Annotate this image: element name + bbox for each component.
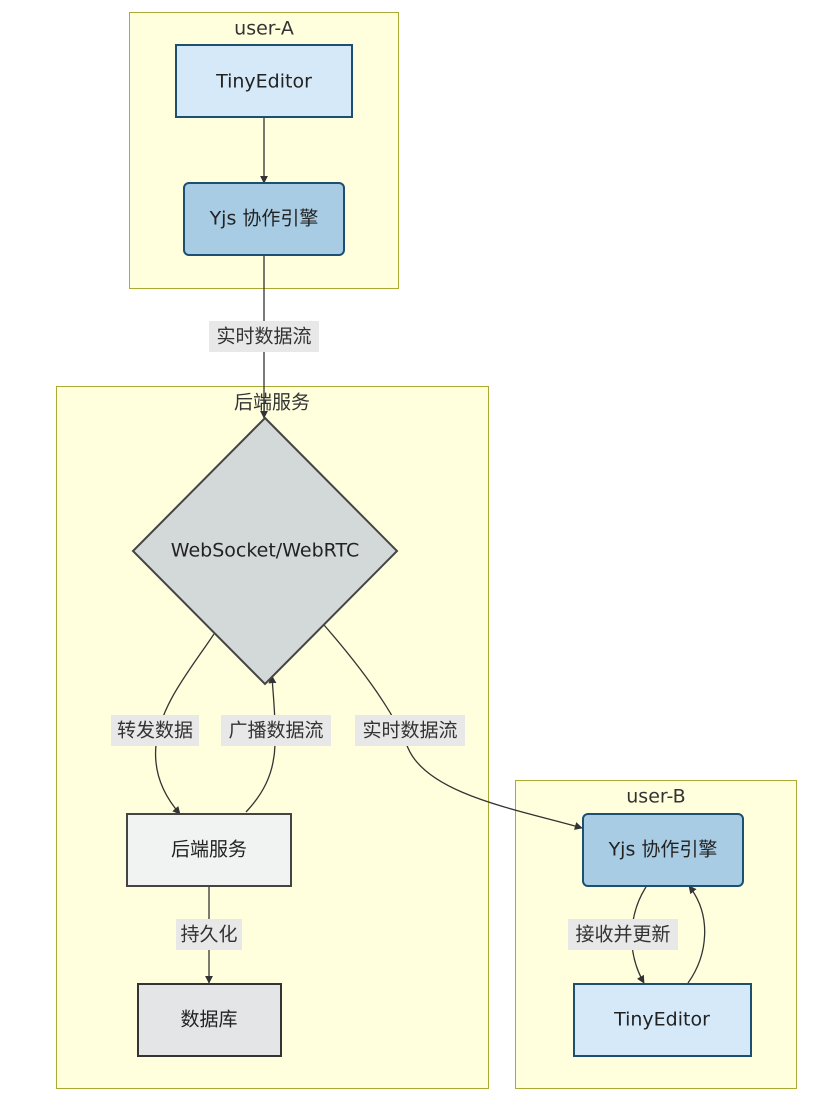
- node-yjs-a-shape: [183, 182, 345, 256]
- node-editor-b[interactable]: TinyEditor: [573, 983, 752, 1057]
- node-editor-a[interactable]: TinyEditor: [175, 44, 353, 118]
- edge-label-receive-update: 接收并更新: [568, 919, 678, 950]
- node-editor-a-label: TinyEditor: [215, 71, 312, 93]
- edge-label-realtime-b-text: 实时数据流: [362, 720, 457, 742]
- edge-label-persist-text: 持久化: [180, 924, 237, 946]
- cluster-user-b-title: user-B: [626, 786, 685, 808]
- node-editor-b-label: TinyEditor: [613, 1009, 710, 1031]
- node-gateway-label: WebSocket/WebRTC: [171, 540, 359, 562]
- cluster-backend-title: 后端服务: [234, 392, 310, 414]
- edge-label-realtime-a-bg: [209, 321, 319, 352]
- node-backend-service-label: 后端服务: [171, 839, 247, 861]
- edge-label-persist: 持久化: [176, 919, 242, 950]
- edge-label-forward-text: 转发数据: [117, 720, 193, 742]
- edge-label-forward: 转发数据: [111, 715, 199, 746]
- node-gateway[interactable]: WebSocket/WebRTC: [131, 416, 399, 686]
- edge-label-persist-bg: [176, 919, 242, 950]
- edge-label-broadcast-text: 广播数据流: [228, 720, 323, 742]
- node-database-label: 数据库: [180, 1009, 237, 1031]
- node-yjs-b[interactable]: Yjs 协作引擎: [582, 813, 744, 887]
- edge-label-realtime-a-text: 实时数据流: [216, 326, 311, 348]
- node-database[interactable]: 数据库: [137, 983, 282, 1057]
- node-yjs-b-shape: [582, 813, 744, 887]
- edge-editor-b-to-yjs-b: [687, 885, 706, 984]
- node-database-shape: [137, 983, 282, 1057]
- node-editor-a-shape: [175, 44, 353, 118]
- edge-label-realtime-b: 实时数据流: [355, 715, 465, 746]
- edge-label-realtime-a: 实时数据流: [209, 321, 319, 352]
- node-yjs-a-label: Yjs 协作引擎: [209, 208, 319, 230]
- edge-labels: 实时数据流 转发数据 广播数据流 实时数据流 持久化 接收并更新: [111, 321, 678, 950]
- node-backend-service-shape: [126, 813, 292, 887]
- node-gateway-shape: [131, 416, 399, 686]
- node-yjs-a[interactable]: Yjs 协作引擎: [183, 182, 345, 256]
- edge-label-receive-update-text: 接收并更新: [575, 924, 670, 946]
- node-editor-b-shape: [573, 983, 752, 1057]
- edge-label-realtime-b-bg: [355, 715, 465, 746]
- node-backend-service[interactable]: 后端服务: [126, 813, 292, 887]
- edge-label-broadcast-bg: [221, 715, 331, 746]
- edge-gateway-to-yjs-b: [323, 624, 583, 830]
- edge-label-receive-update-bg: [568, 919, 678, 950]
- node-yjs-b-label: Yjs 协作引擎: [608, 839, 718, 861]
- cluster-user-a-title: user-A: [234, 18, 294, 40]
- edge-label-broadcast: 广播数据流: [221, 715, 331, 746]
- edge-label-forward-bg: [111, 715, 199, 746]
